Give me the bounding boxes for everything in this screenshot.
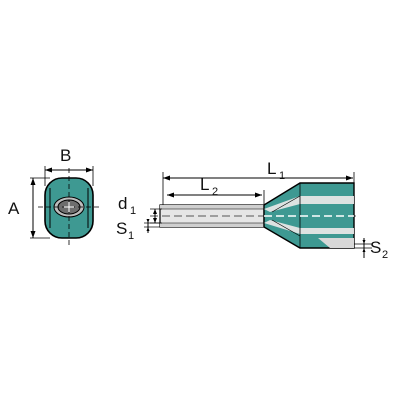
label-l2: L [200, 175, 209, 194]
label-s1: S [116, 219, 127, 238]
label-l1: L [267, 159, 276, 178]
label-s2: S [370, 238, 381, 257]
label-a: A [8, 199, 20, 218]
side-view: L 1 L 2 d 1 S 1 S 2 [116, 159, 388, 261]
label-l2-sub: 2 [212, 186, 218, 198]
label-d1-sub: 1 [130, 205, 136, 217]
label-s2-sub: 2 [382, 249, 388, 261]
label-b: B [60, 146, 71, 165]
label-s1-sub: 1 [128, 230, 134, 242]
label-l1-sub: 1 [279, 170, 285, 182]
end-view: A B [8, 146, 100, 246]
label-d1: d [118, 194, 127, 213]
